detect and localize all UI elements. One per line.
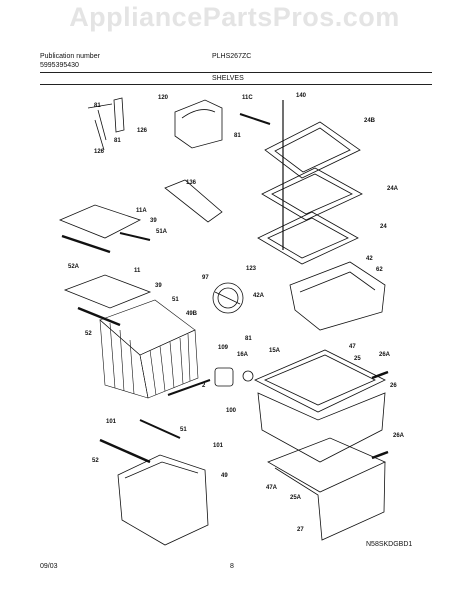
callout-49: 49 [221, 473, 228, 479]
publication-label: Publication number [40, 53, 100, 60]
callout-52: 52 [85, 331, 92, 337]
callout-24A: 24A [387, 186, 399, 192]
callout-27: 27 [297, 527, 304, 533]
callout-11A: 11A [136, 208, 147, 214]
callout-26A: 26A [379, 352, 391, 358]
drawer-27 [267, 437, 386, 541]
watermark: AppliancePartsPros.com [69, 2, 400, 32]
callout-42: 42 [366, 256, 373, 262]
callout-81: 81 [114, 138, 121, 144]
header-rule-bottom [40, 84, 432, 85]
publication-number: 5995395430 [40, 62, 79, 69]
callout-81: 81 [94, 103, 101, 109]
callout-126: 126 [137, 128, 148, 134]
callout-101: 101 [106, 419, 117, 425]
callout-24B: 24B [364, 118, 376, 124]
callout-62: 62 [376, 267, 383, 273]
callout-49B: 49B [186, 311, 198, 317]
callout-97: 97 [202, 275, 209, 281]
crisper-cover-25 [254, 349, 386, 413]
crisper-62 [289, 261, 386, 331]
callout-123: 123 [246, 266, 257, 272]
model-number: PLHS267ZC [212, 53, 252, 60]
callout-25A: 25A [290, 495, 302, 501]
shelf-24A [261, 167, 363, 221]
shelf-11A [58, 204, 142, 239]
callout-47: 47 [349, 344, 356, 350]
callout-39: 39 [150, 218, 157, 224]
callout-16A: 16A [237, 352, 249, 358]
callout-11: 11 [134, 268, 141, 274]
callout-24: 24 [380, 224, 387, 230]
callout-81: 81 [245, 336, 252, 342]
callout-51: 51 [180, 427, 187, 433]
page-number: 8 [230, 563, 234, 570]
callout-51A: 51A [156, 229, 168, 235]
shelf-24 [257, 211, 359, 265]
shelf-24B [264, 121, 361, 179]
callout-42A: 42A [253, 293, 265, 299]
header-rule-top [40, 72, 432, 73]
callout-39: 39 [155, 283, 162, 289]
callout-126: 126 [94, 149, 105, 155]
callout-11C: 11C [242, 95, 253, 101]
callout-52: 52 [92, 458, 99, 464]
callout-26A: 26A [393, 433, 405, 439]
callout-140: 140 [296, 93, 307, 99]
callout-25: 25 [354, 356, 361, 362]
callout-52A: 52A [68, 264, 80, 270]
callout-47A: 47A [266, 485, 278, 491]
callout-100: 100 [226, 408, 237, 414]
callout-109: 109 [218, 345, 229, 351]
callout-2: 2 [202, 383, 206, 389]
section-title: SHELVES [212, 75, 244, 82]
wire-basket-49B [99, 299, 199, 399]
shelf-11 [63, 274, 152, 309]
callout-136: 136 [186, 180, 197, 186]
footer-date: 09/03 [40, 563, 58, 570]
callout-15A: 15A [269, 348, 281, 354]
bin-120 [174, 99, 223, 149]
callout-120: 120 [158, 95, 169, 101]
bracket-126 [87, 97, 125, 151]
callout-26: 26 [390, 383, 397, 389]
callout-101: 101 [213, 443, 224, 449]
drawer-49 [117, 454, 209, 546]
callout-81: 81 [234, 133, 241, 139]
callout-51: 51 [172, 297, 179, 303]
drawing-code: N58SKDGBD1 [366, 541, 413, 548]
